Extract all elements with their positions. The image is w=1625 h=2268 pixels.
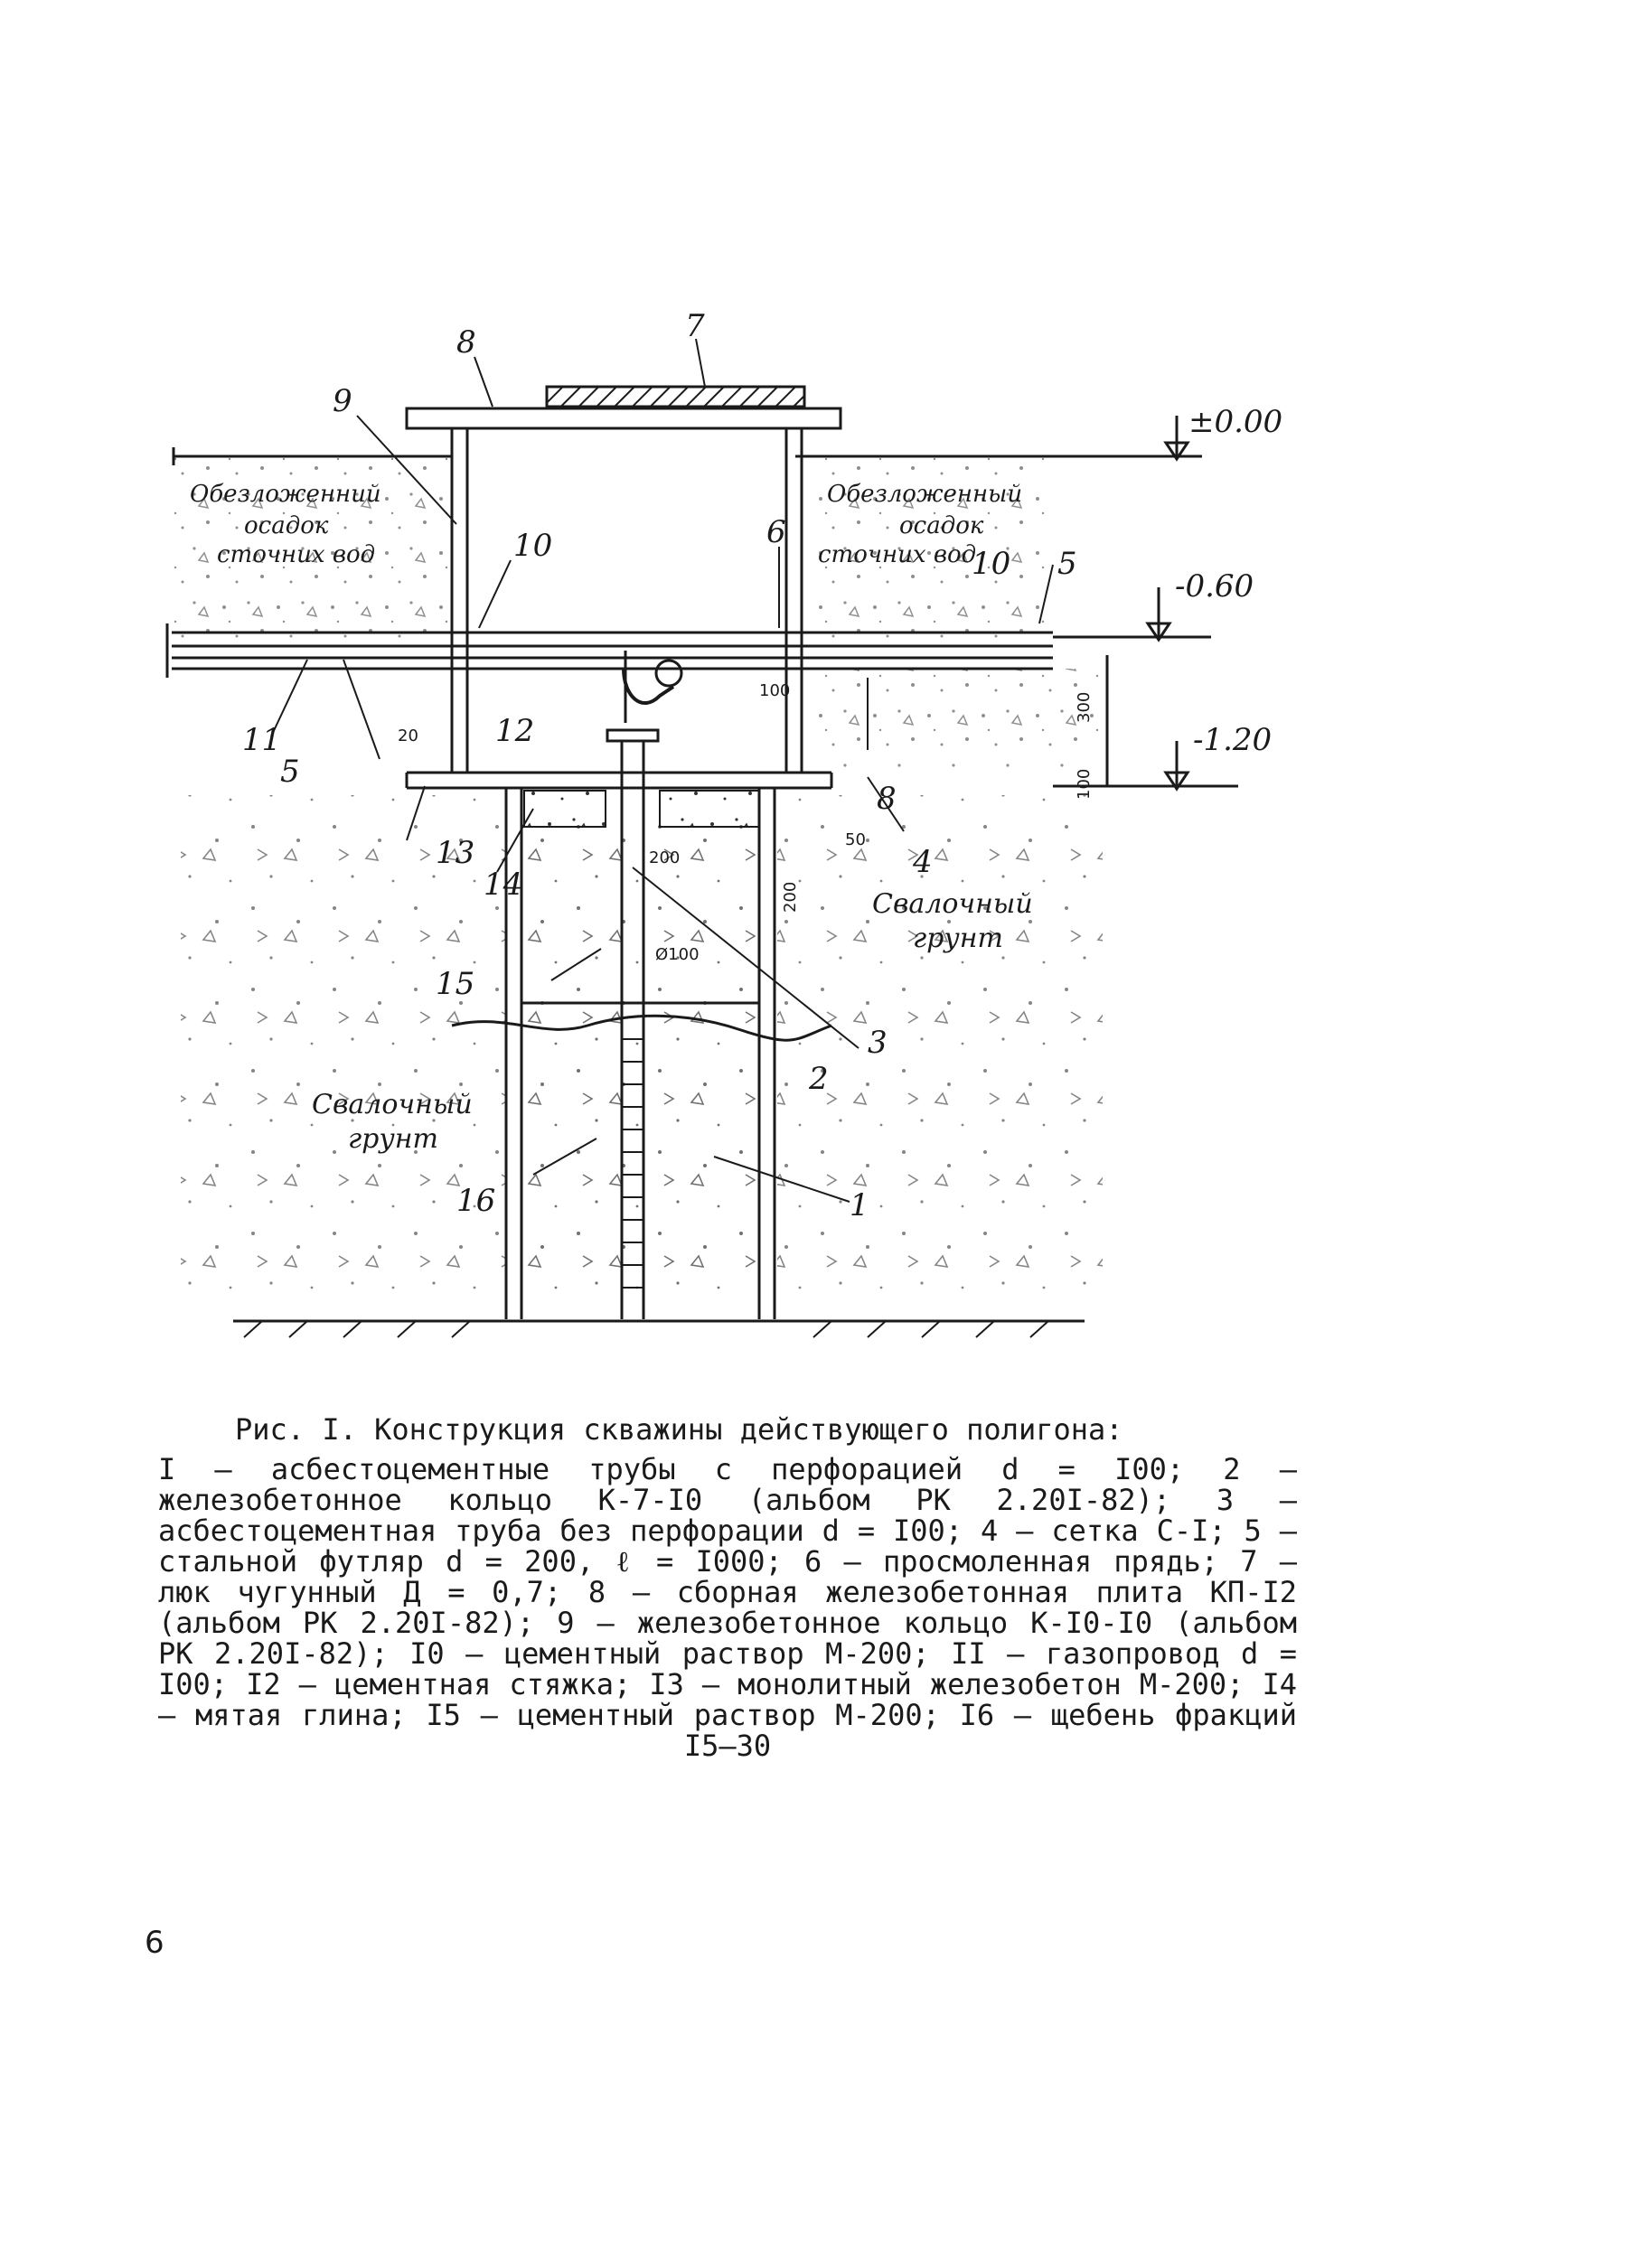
landfill-soil-right [777,795,1103,1301]
callout-12: 12 [495,713,534,749]
ground-line [172,447,1053,465]
callout-5-left: 5 [280,754,300,790]
elevation-pipe: -0.60 [1175,568,1254,604]
gas-pipeline [165,623,1053,678]
callout-10-right: 10 [972,546,1010,582]
page-number: 6 [145,1925,164,1961]
dim-200-b: 200 [649,848,680,867]
dim-200: 200 [781,882,800,913]
callout-11: 11 [242,722,281,758]
prefab-slab [405,407,842,430]
callout-9: 9 [333,383,352,419]
dim-100-b: 100 [1075,769,1094,800]
well-construction-drawing: ±0.00 -0.60 -1.20 7 8 9 10 6 5 11 5 12 1… [165,308,1282,1338]
dim-100: 100 [759,681,790,700]
base-layer-right [813,669,1103,768]
callout-2: 2 [808,1061,829,1097]
landfill-soil-left [181,795,506,1301]
soil-label-left-upper: Обезложенний осадок сточних вод [190,481,389,568]
callout-13: 13 [436,835,474,871]
soil-label-left-lower: Свалочный грунт [312,1089,481,1155]
callout-8-base: 8 [877,781,897,817]
central-pipe [606,728,660,1319]
callout-10: 10 [513,528,552,564]
callout-5-right: 5 [1057,546,1077,582]
callout-8: 8 [456,324,476,361]
bottom-hatching [243,1320,1049,1338]
dim-50: 50 [845,830,866,849]
soil-label-right-lower: Свалочный грунт [872,888,1041,954]
perforation-marks [622,1038,643,1289]
dim-d100: Ø100 [655,945,700,964]
base-slab [405,771,833,790]
crushed-stone-fill [524,813,759,1301]
dim-20: 20 [398,726,418,745]
sediment-layer-left [172,456,452,651]
callout-4: 4 [912,844,933,880]
figure-title: Рис. I. Конструкция скважины действующег… [235,1412,1123,1447]
clay-layer [523,790,606,828]
elevation-base: -1.20 [1193,722,1272,758]
callout-1: 1 [850,1187,869,1223]
callout-7: 7 [685,308,705,344]
callout-15: 15 [436,966,474,1002]
sediment-layer-right [813,456,1048,651]
upper-ring-walls [450,428,803,773]
elevation-markers [1053,416,1238,792]
break-line [451,1014,832,1042]
elevation-top: ±0.00 [1188,404,1282,440]
callout-leaders [270,338,1054,1203]
soil-label-right-upper: Обезложенный осадок сточних вод [818,481,1029,568]
cast-iron-manhole [545,385,806,408]
callout-3: 3 [868,1025,888,1061]
lower-ring-walls [504,788,776,1319]
callout-6: 6 [766,514,786,550]
dim-300: 300 [1075,692,1094,723]
callout-14: 14 [484,867,522,903]
clay-layer-right [659,790,760,828]
valve-body [654,659,683,688]
figure-caption: Рис. I. Конструкция скважины действующег… [158,1414,1297,1761]
figure-legend: I – асбестоцементные трубы с перфорацией… [158,1452,1297,1763]
callout-16: 16 [456,1183,495,1219]
